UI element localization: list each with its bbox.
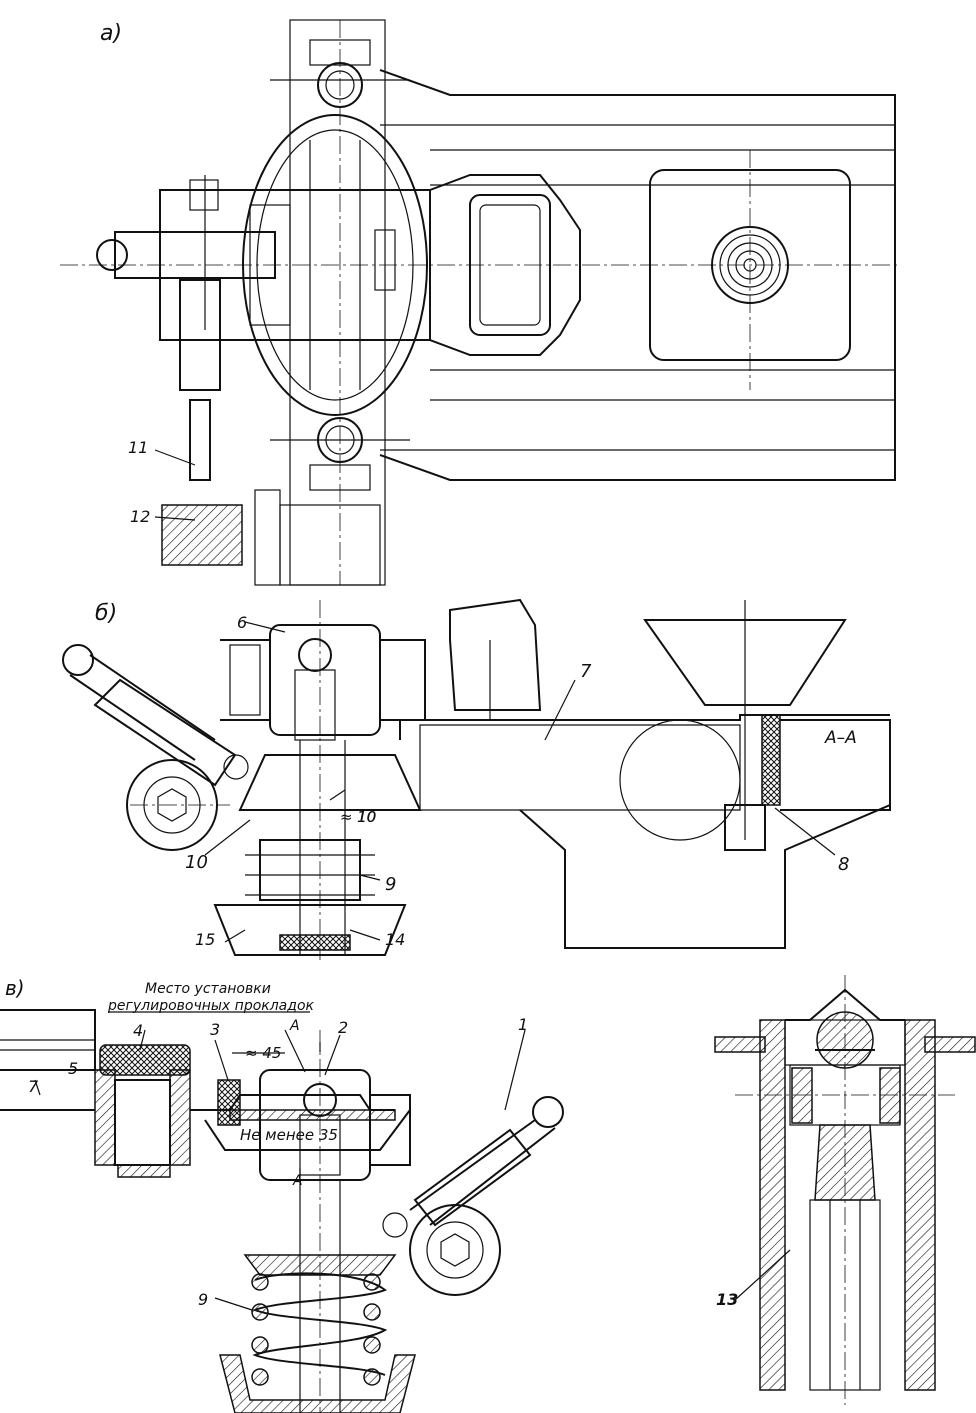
callout-leaders	[34, 449, 836, 1311]
view-b-label: б)	[95, 601, 117, 626]
minimum-35-note: Не менее 35	[240, 1126, 338, 1144]
cut-marker-a-bottom: А	[292, 1173, 303, 1189]
callout-12: 12	[130, 507, 150, 526]
callout-11: 11	[128, 438, 148, 457]
callout-7-view-v: 7	[28, 1077, 39, 1096]
callout-9-view-v: 9	[198, 1290, 208, 1309]
callout-4: 4	[133, 1021, 143, 1040]
view-b-side	[62, 598, 891, 960]
callout-8: 8	[838, 854, 849, 875]
dimension-10: ≈ 10	[340, 808, 376, 826]
callout-10-left: 10	[185, 852, 208, 873]
section-a-a-label: А–А	[824, 728, 857, 748]
callout-10-right: 10	[357, 808, 376, 826]
view-v-section	[0, 1009, 564, 1413]
callout-13: 13	[716, 1290, 738, 1309]
section-a-a	[714, 975, 976, 1405]
cut-marker-a-top: А	[289, 1018, 300, 1034]
callout-9-view-b: 9	[385, 874, 396, 895]
callout-15: 15	[195, 930, 215, 949]
callout-14: 14	[385, 930, 405, 949]
callout-7-view-b: 7	[580, 661, 592, 682]
view-a-label: а)	[100, 21, 122, 46]
view-a-plan	[60, 19, 900, 586]
view-v-label: в)	[5, 976, 25, 1000]
callout-2: 2	[338, 1018, 348, 1037]
callout-5: 5	[68, 1059, 78, 1078]
shim-location-line2: регулировочных прокладок	[107, 998, 315, 1014]
callout-3: 3	[210, 1020, 220, 1039]
shim-location-line1: Место установки	[145, 981, 271, 997]
callout-1: 1	[518, 1015, 528, 1034]
dimension-45: ≈ 45	[245, 1044, 281, 1062]
callout-6: 6	[237, 613, 247, 632]
